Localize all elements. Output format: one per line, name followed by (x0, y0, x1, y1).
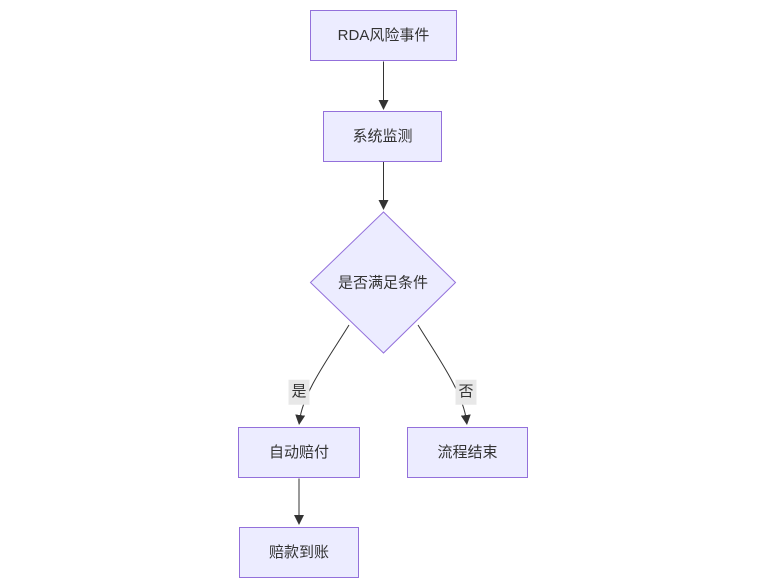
node-auto-payout: 自动赔付 (238, 427, 360, 478)
node-system-monitor: 系统监测 (323, 111, 442, 162)
edge-condition-to-payout (295, 324, 350, 425)
edge-condition-to-end (417, 324, 471, 425)
node-system-monitor-label: 系统监测 (352, 127, 413, 145)
decision-diamond-shape (309, 211, 457, 354)
node-auto-payout-label: 自动赔付 (268, 443, 329, 461)
node-payment-arrival-label: 赔款到账 (268, 543, 329, 561)
edge-label-no: 否 (455, 379, 477, 405)
node-rda-event-label: RDA风险事件 (337, 26, 430, 44)
node-payment-arrival: 赔款到账 (239, 527, 359, 578)
node-condition-check-label: 是否满足条件 (337, 274, 429, 292)
node-process-end-label: 流程结束 (437, 443, 498, 461)
edge-label-yes: 是 (288, 379, 310, 405)
node-rda-event: RDA风险事件 (310, 10, 457, 61)
node-process-end: 流程结束 (407, 427, 528, 478)
